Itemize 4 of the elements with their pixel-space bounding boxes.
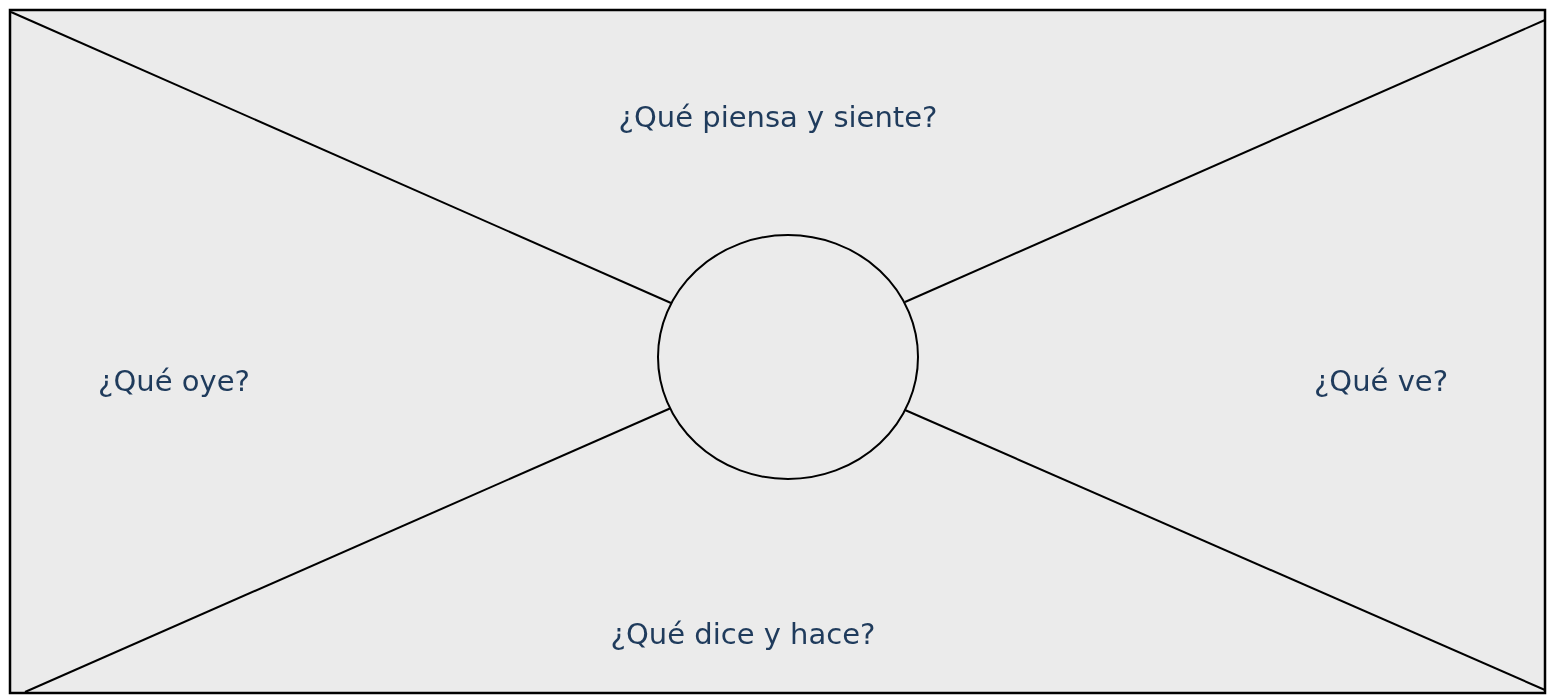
quadrant-heading: ¿Qué piensa y siente?	[618, 100, 938, 134]
quadrant-heading: ¿Qué oye?	[98, 364, 250, 398]
quadrant-heading: ¿Qué ve?	[1313, 364, 1449, 398]
quadrant-heading: ¿Qué dice y hace?	[610, 617, 876, 651]
